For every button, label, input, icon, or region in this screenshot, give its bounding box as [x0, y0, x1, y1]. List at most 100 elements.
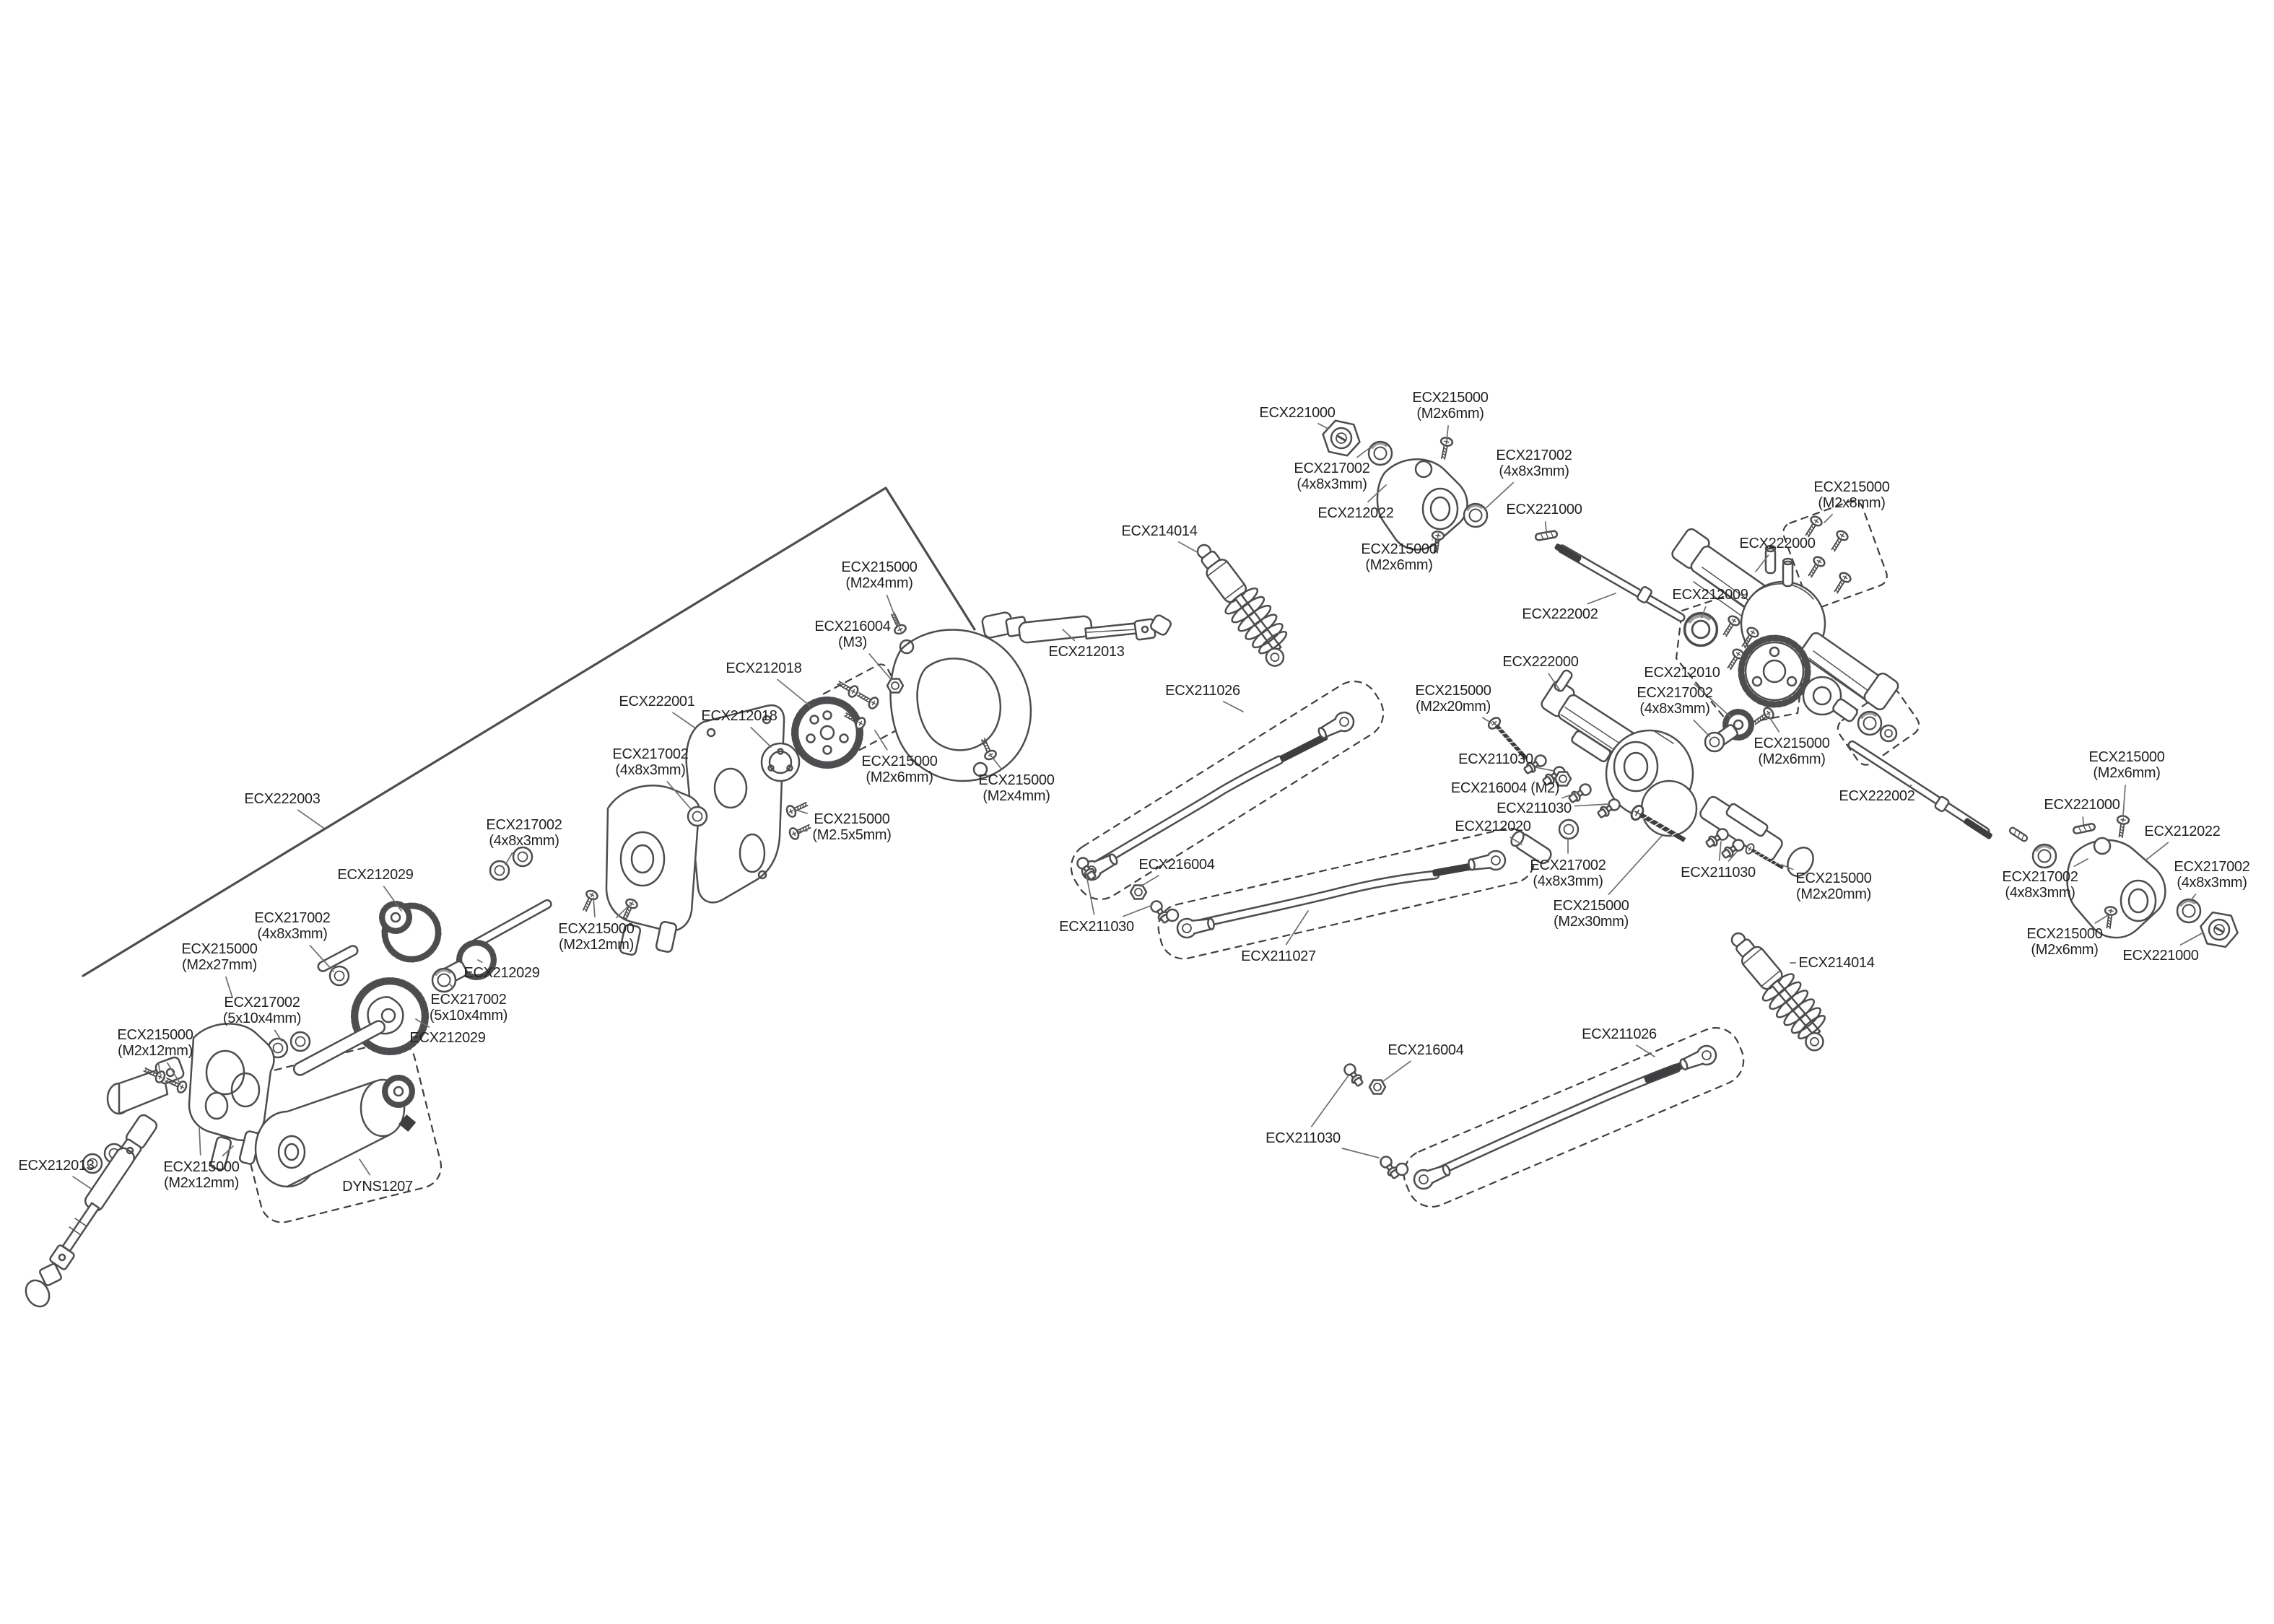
part-label-line: (M2x12mm): [118, 1043, 193, 1059]
part-label-line: ECX217002: [2002, 869, 2078, 885]
part-label-line: ECX212022: [1317, 505, 1394, 521]
part-label-line: ECX211030: [1497, 800, 1572, 816]
part-label-line: ECX211027: [1241, 948, 1316, 964]
front-lockout-cluster: [2066, 814, 2242, 950]
shock-absorber-bottom: [1718, 921, 1842, 1057]
leader-line: [1548, 673, 1561, 692]
part-label-line: ECX215000: [163, 1159, 240, 1175]
leader-line: [1636, 1044, 1655, 1057]
leader-line: [990, 754, 1002, 769]
part-label-line: ECX212018: [726, 660, 802, 676]
leader-line: [1356, 447, 1371, 458]
part-label-line: ECX217002: [1294, 460, 1370, 476]
part-label-line: ECX215000: [558, 921, 635, 937]
leader-line: [222, 1145, 234, 1157]
part-label-line: ECX221000: [1259, 405, 1336, 421]
part-label-line: (M2x12mm): [559, 937, 634, 953]
front-steering-link: [1175, 848, 1508, 940]
part-label-line: (M2x6mm): [1416, 406, 1484, 422]
part-label-ECX212013: ECX212013: [1048, 644, 1124, 660]
leader-line: [1085, 871, 1095, 915]
part-label-ECX217002: ECX217002(4x8x3mm): [254, 910, 330, 942]
leader-line: [616, 904, 630, 919]
part-label-ECX221000: ECX221000: [1506, 502, 1582, 518]
part-label-ECX212029: ECX212029: [409, 1030, 485, 1046]
leader-line: [1768, 715, 1779, 733]
part-label-line: (M2x6mm): [1365, 557, 1433, 573]
part-label-line: (M2x8mm): [1818, 495, 1886, 511]
part-label-ECX214014: ECX214014: [1798, 955, 1874, 971]
part-label-ECX212029: ECX212029: [463, 965, 539, 981]
part-label-ECX217002: ECX217002(4x8x3mm): [1294, 460, 1369, 492]
leader-line: [1310, 1075, 1349, 1127]
leader-line: [477, 959, 483, 963]
part-label-line: (4x8x3mm): [2177, 875, 2247, 891]
part-label-ECX222000: ECX222000: [1739, 536, 1815, 551]
part-label-ECX217002: ECX217002(5x10x4mm): [223, 995, 301, 1026]
part-label-line: ECX217002: [1637, 685, 1713, 701]
part-label-ECX212022: ECX212022: [2144, 824, 2220, 839]
leader-line: [666, 781, 692, 811]
part-label-line: (M2x6mm): [2031, 942, 2099, 958]
part-label-ECX211030: ECX211030: [1458, 751, 1533, 767]
part-label-ECX212010: ECX212010: [1644, 665, 1720, 681]
part-label-ECX215000: ECX215000(M2x6mm): [1361, 541, 1437, 573]
part-label-line: ECX215000: [841, 559, 918, 575]
part-label-line: (4x8x3mm): [1297, 476, 1367, 492]
part-label-line: ECX212013: [1048, 644, 1125, 660]
part-label-line: ECX217002: [486, 817, 562, 833]
part-label-line: ECX222001: [619, 694, 695, 710]
leader-line: [1367, 484, 1387, 503]
part-label-ECX215000: ECX215000(M2x8mm): [1813, 479, 1889, 511]
leader-line: [1535, 767, 1554, 772]
part-label-line: ECX211026: [1582, 1026, 1657, 1042]
part-label-line: ECX222000: [1739, 536, 1816, 551]
leader-line: [2145, 842, 2169, 861]
leader-line: [593, 897, 596, 917]
leader-line: [1587, 593, 1616, 605]
front-driveshaft: [25, 1114, 158, 1308]
part-label-ECX212029: ECX212029: [337, 867, 413, 883]
part-label-line: (4x8x3mm): [1533, 873, 1603, 889]
part-label-ECX215000: ECX215000(M2x12mm): [558, 921, 634, 953]
part-label-line: ECX215000: [861, 754, 938, 769]
leader-lines: [72, 422, 2204, 1190]
part-label-line: ECX212029: [463, 965, 540, 981]
gear-cluster: [215, 846, 640, 1096]
leader-line: [1718, 841, 1722, 861]
part-label-line: (5x10x4mm): [222, 1010, 302, 1026]
gear-cover: [889, 629, 1032, 782]
part-label-DYNS1207: DYNS1207: [342, 1179, 413, 1195]
part-label-ECX215000: ECX215000(M2x27mm): [181, 941, 257, 973]
part-label-line: ECX215000: [1412, 390, 1489, 406]
leader-line: [1484, 481, 1515, 510]
part-label-line: ECX215000: [181, 941, 258, 957]
rear-lower-link: [1410, 1042, 1720, 1193]
part-label-line: ECX215000: [117, 1027, 193, 1043]
part-label-ECX215000: ECX215000(M2x20mm): [1415, 683, 1491, 715]
part-label-ECX217002: ECX217002(5x10x4mm): [430, 992, 507, 1023]
part-label-line: (M2x6mm): [866, 769, 933, 785]
leader-line: [1510, 837, 1522, 845]
leader-line: [309, 945, 334, 972]
part-label-line: ECX221000: [2044, 797, 2120, 813]
leader-line: [225, 976, 233, 998]
part-label-line: ECX215000: [1795, 870, 1872, 886]
part-label-line: ECX215000: [1361, 541, 1437, 557]
part-label-line: DYNS1207: [342, 1179, 413, 1195]
part-label-line: (5x10x4mm): [429, 1008, 508, 1023]
part-label-line: (M2x20mm): [1416, 699, 1491, 715]
leader-line: [1446, 425, 1449, 441]
leader-line: [1608, 835, 1663, 895]
rear-upper-link: [1078, 708, 1358, 884]
part-label-line: (M2x6mm): [1758, 751, 1826, 767]
part-label-line: ECX216004: [814, 619, 891, 634]
part-label-line: ECX215000: [2088, 749, 2165, 765]
leader-line: [795, 809, 809, 814]
part-label-line: ECX222003: [244, 791, 321, 807]
part-label-line: ECX222000: [1502, 654, 1579, 670]
steering-hardware-upper: [1074, 855, 1180, 926]
part-label-line: ECX215000: [1813, 479, 1890, 495]
part-label-line: (M2x4mm): [983, 788, 1050, 804]
